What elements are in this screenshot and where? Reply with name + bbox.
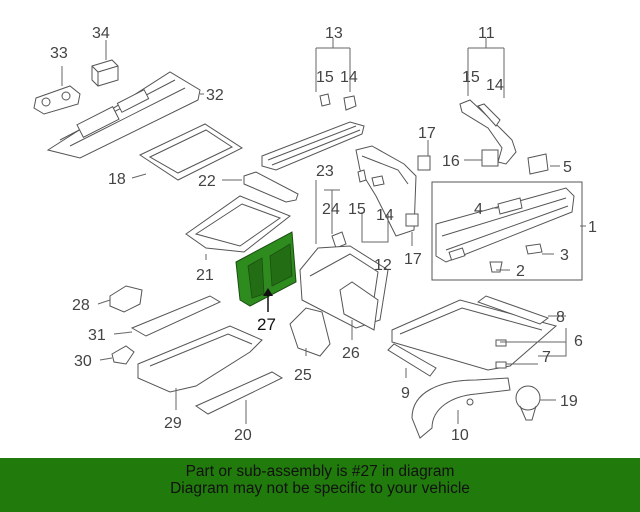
callout-labels: 5 1 4 3 2 8 6 7 7 9 10 19 11 15 14 17 16… [50,25,597,444]
part-14-clip-a[interactable] [343,95,357,111]
part-7-clip-a[interactable] [495,339,507,347]
callout-27-arrow [263,288,273,312]
part-24-bracket[interactable] [331,231,347,249]
part-6-floor-mat[interactable] [391,299,558,371]
part-10-wheelhouse[interactable] [411,377,511,439]
callout-14b: 14 [376,207,394,224]
part-29-floor-panel[interactable] [137,325,263,393]
callout-27: 27 [257,315,276,334]
part-7-clip-b[interactable] [495,361,507,369]
parts-diagram: 5 1 4 3 2 8 6 7 7 9 10 19 11 15 14 17 16… [33,25,597,444]
callout-25: 25 [294,367,312,384]
part-30-cap[interactable] [111,345,135,365]
callout-6: 6 [574,333,583,350]
callout-24: 24 [322,201,340,218]
callout-12: 12 [374,257,392,274]
info-banner: Part or sub-assembly is #27 in diagram D… [0,458,640,512]
callout-15b: 15 [348,201,366,218]
part-25-box[interactable] [289,307,331,357]
part-31-strip[interactable] [130,295,222,337]
part-19-plug[interactable] [515,385,541,421]
callout-3: 3 [560,247,569,264]
part-9-strip[interactable] [387,343,437,377]
callout-33: 33 [50,45,68,62]
callout-26: 26 [342,345,360,362]
callout-21: 21 [196,267,214,284]
part-3-clip[interactable] [525,243,543,255]
callout-8: 8 [556,309,565,326]
callout-9: 9 [401,385,410,402]
part-20-strip[interactable] [194,371,284,415]
callout-7a: 7 [542,349,551,366]
banner-line-1: Part or sub-assembly is #27 in diagram [185,463,455,480]
part-11-pillar[interactable] [459,99,517,165]
callout-30: 30 [74,353,92,370]
callout-15a: 15 [316,69,334,86]
part-26-panel[interactable] [339,281,379,331]
part-14-clip-b[interactable] [371,175,385,187]
part-15-clip-b[interactable] [357,169,367,183]
part-34-module[interactable] [91,59,119,87]
part-22-strip[interactable] [243,171,299,203]
callout-23: 23 [316,163,334,180]
callout-16: 16 [442,153,460,170]
callout-11: 11 [478,25,495,42]
callout-2: 2 [516,263,525,280]
callout-13: 13 [325,25,343,42]
callout-28: 28 [72,297,90,314]
part-8-strip[interactable] [476,295,550,325]
callout-22: 22 [198,173,216,190]
callout-20: 20 [234,427,252,444]
part-21-floor-cover[interactable] [185,195,291,253]
part-16-clip[interactable] [481,149,499,167]
part-28-module[interactable] [109,285,143,313]
callout-32: 32 [206,87,224,104]
callout-5: 5 [563,159,572,176]
callout-29: 29 [164,415,182,432]
callout-17a: 17 [418,125,436,142]
part-1-rear-panel[interactable] [435,187,575,263]
callout-18: 18 [108,171,126,188]
callout-31: 31 [88,327,106,344]
callout-15c: 15 [462,69,480,86]
callout-14a: 14 [340,69,358,86]
part-17-clip-a[interactable] [417,155,431,171]
group-box-1 [431,181,583,281]
part-33-bracket[interactable] [33,85,81,115]
leader-lines [61,38,586,424]
callout-1: 1 [588,219,597,236]
part-27-highlighted[interactable] [235,231,297,307]
part-18-panel[interactable] [138,123,244,181]
part-13-sill[interactable] [261,121,365,171]
part-17-clip-b[interactable] [405,213,419,227]
callout-19: 19 [560,393,578,410]
callout-4: 4 [474,201,483,218]
part-group-32[interactable] [46,71,201,159]
callout-10: 10 [451,427,469,444]
part-15-clip-a[interactable] [319,93,331,107]
part-5-cap[interactable] [527,153,549,175]
banner-line-2: Diagram may not be specific to your vehi… [170,480,470,497]
callout-17b: 17 [404,251,422,268]
callout-14c: 14 [486,77,504,94]
part-4-clip[interactable] [497,197,523,215]
part-23-quarter-trim[interactable] [355,145,417,237]
callout-34: 34 [92,25,110,42]
